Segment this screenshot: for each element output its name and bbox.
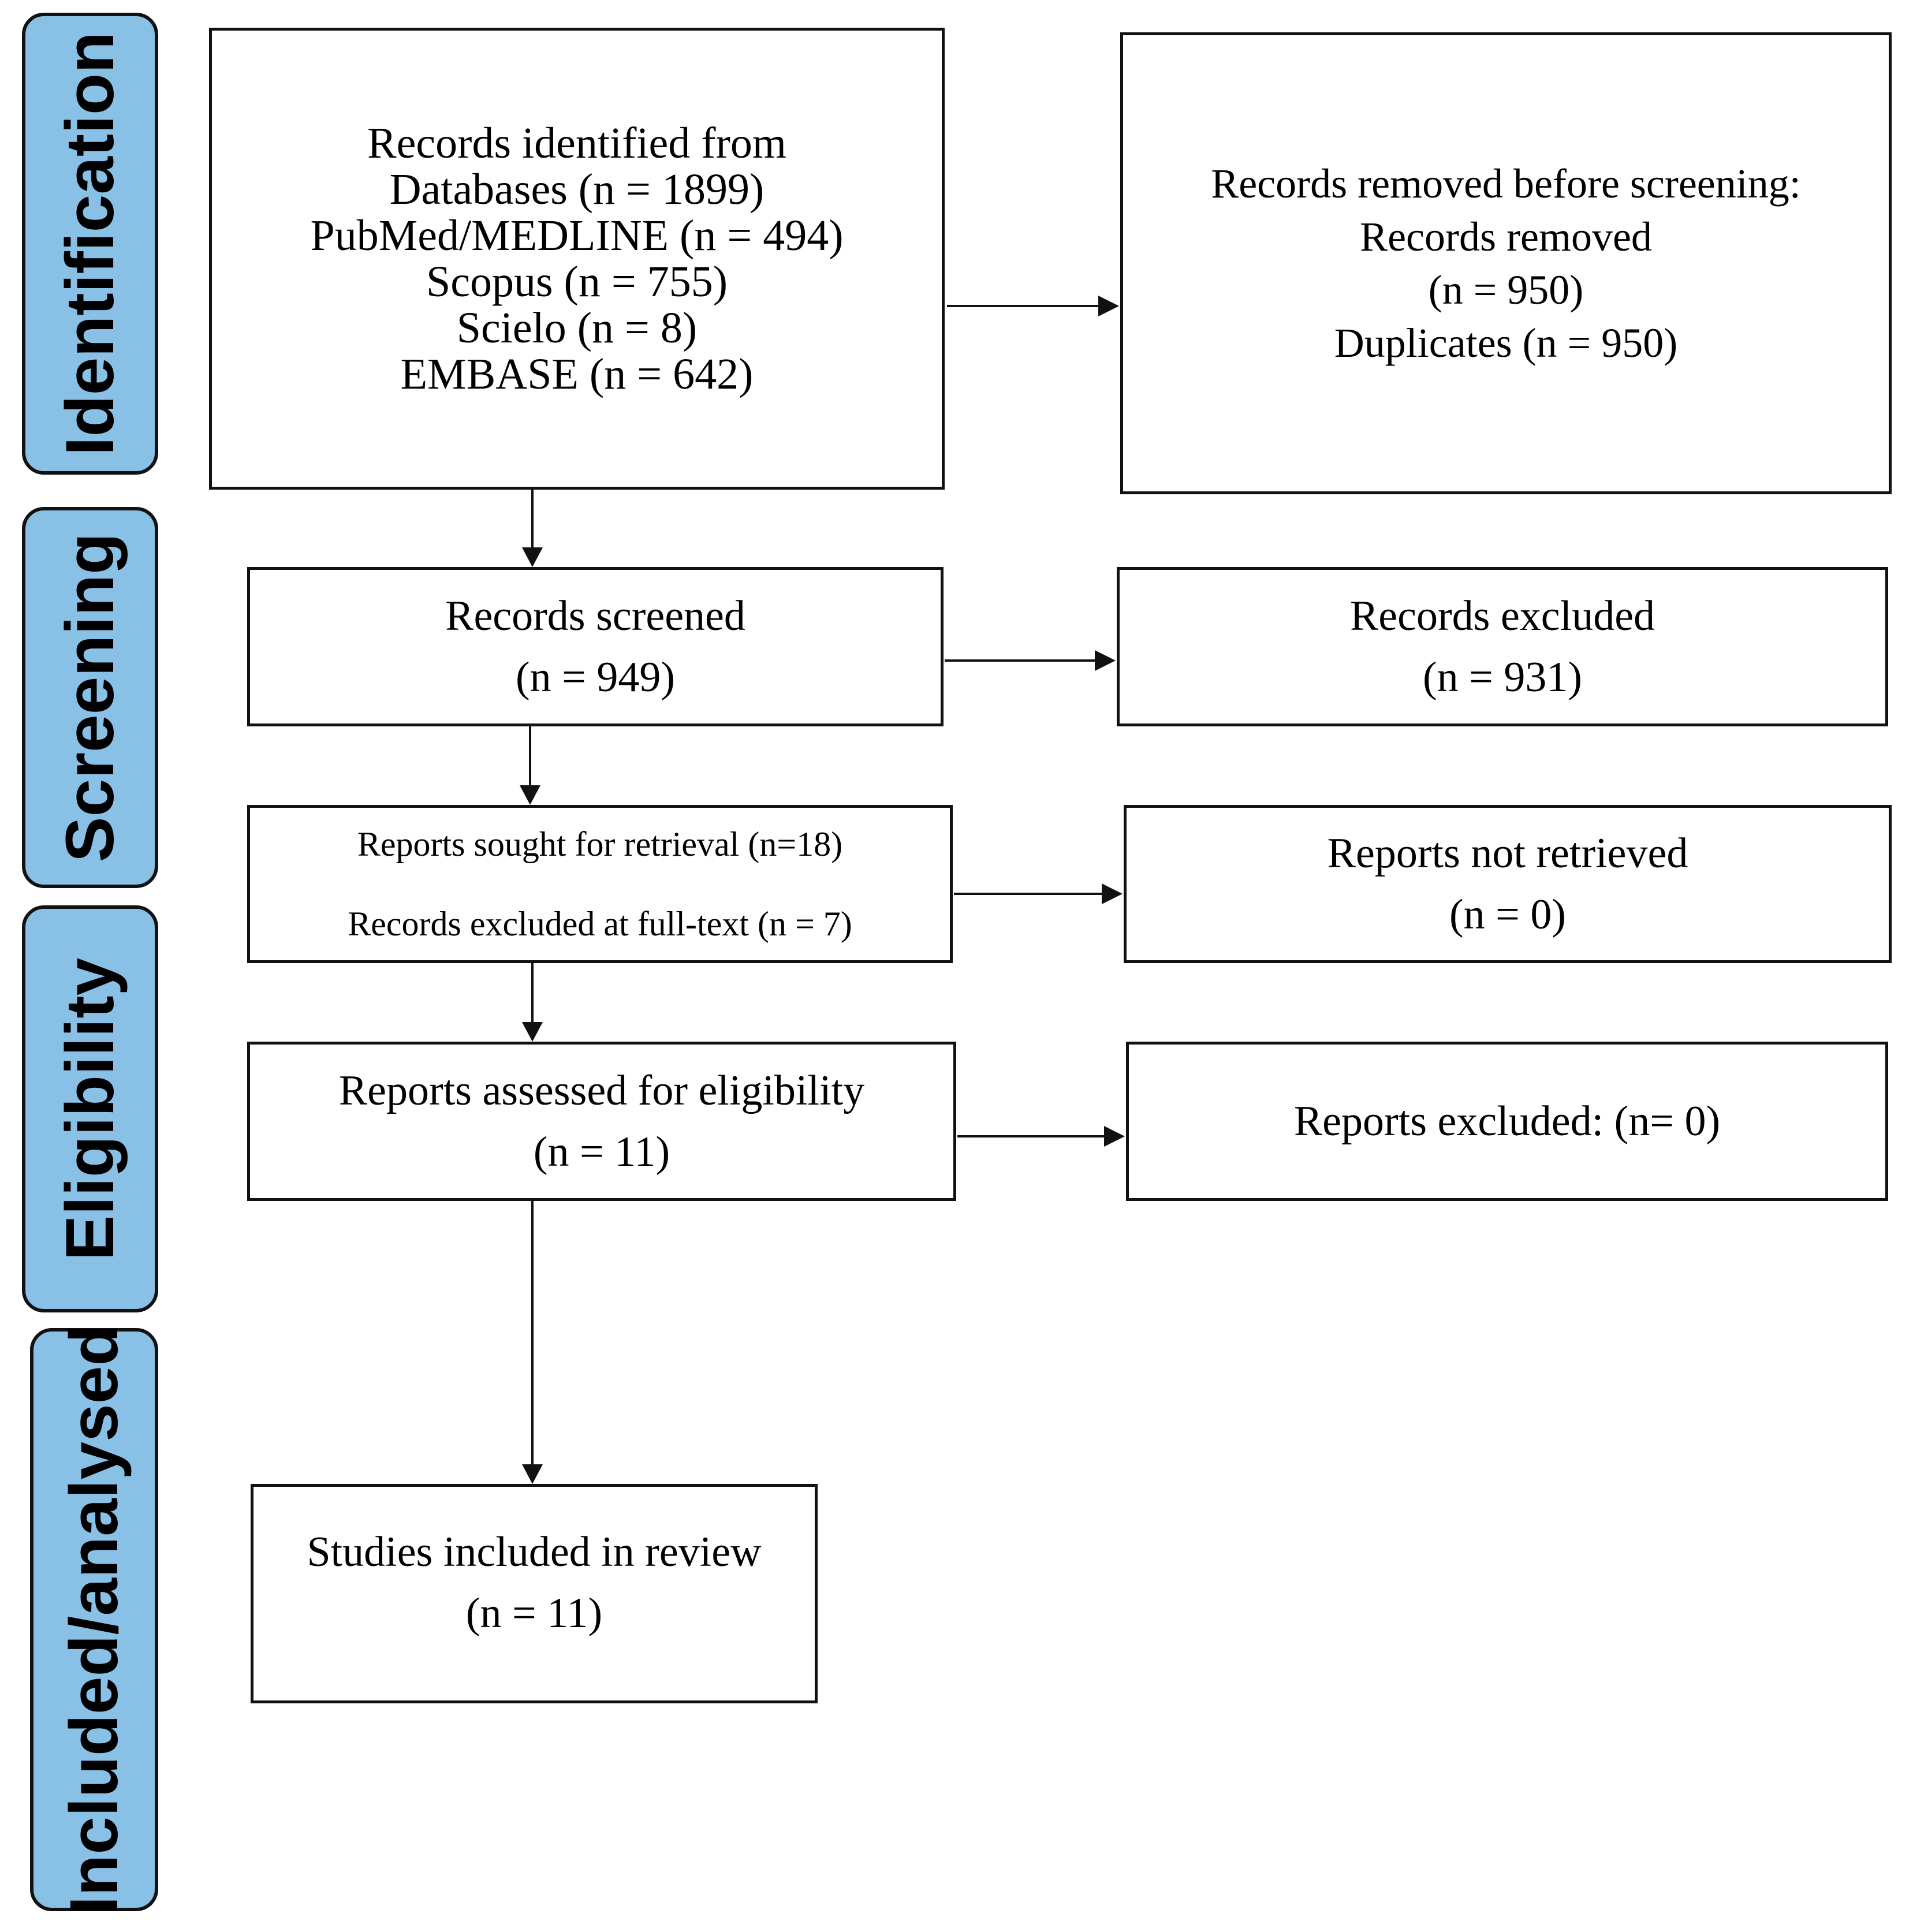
reports-excluded-box: Reports excluded: (n= 0) (1126, 1042, 1888, 1201)
phase-eligibility: Eligibility (22, 905, 158, 1312)
studies-included-label: Studies included in review (307, 1528, 762, 1576)
records-removed-heading: Records removed before screening: (1211, 161, 1801, 207)
reports-sought-label: Reports sought for retrieval (n=18) (357, 825, 843, 863)
arrow-assessed-to-included-head (522, 1464, 543, 1484)
records-removed-line: Records removed (1360, 214, 1652, 260)
arrow-sought-to-assessed-head (522, 1022, 543, 1042)
studies-included-count: (n = 11) (465, 1590, 603, 1637)
records-removed-count: (n = 950) (1428, 267, 1584, 313)
excluded-full-text-label: Records excluded at full-text (n = 7) (348, 905, 852, 943)
embase-count: EMBASE (n = 642) (400, 350, 754, 398)
pubmed-count: PubMed/MEDLINE (n = 494) (310, 211, 844, 260)
phase-included: Included/analysed (30, 1325, 158, 1915)
reports-assessed-count: (n = 11) (533, 1128, 670, 1176)
records-excluded-count: (n = 931) (1422, 654, 1583, 701)
records-screened-count: (n = 949) (515, 654, 676, 701)
scielo-count: Scielo (n = 8) (456, 304, 698, 352)
arrow-identified-to-removed-head (1098, 296, 1119, 316)
records-screened-label: Records screened (445, 592, 745, 640)
scopus-count: Scopus (n = 755) (426, 258, 728, 306)
phase-screening: Screening (22, 507, 158, 888)
arrow-screened-to-excluded-head (1095, 650, 1116, 671)
arrow-identified-to-screened-head (522, 547, 543, 567)
records-screened-box: Records screened (n = 949) (247, 567, 944, 726)
arrow-sought-to-not-retrieved-head (1102, 883, 1123, 904)
phase-identification: Identification (22, 13, 158, 475)
duplicates-count: Duplicates (n = 950) (1334, 320, 1678, 366)
reports-not-retrieved-label: Reports not retrieved (1327, 830, 1688, 877)
arrow-screened-to-sought-head (520, 785, 540, 805)
records-identified-box: Records identified from Databases (n = 1… (209, 28, 945, 490)
reports-excluded-label: Reports excluded: (n= 0) (1293, 1098, 1721, 1145)
reports-assessed-label: Reports assessed for eligibility (338, 1067, 865, 1114)
records-excluded-label: Records excluded (1349, 592, 1655, 640)
studies-included-box: Studies included in review (n = 11) (251, 1484, 818, 1703)
records-identified-line: Records identified from (367, 119, 786, 167)
records-excluded-box: Records excluded (n = 931) (1117, 567, 1888, 726)
arrow-assessed-to-excluded-head (1104, 1126, 1125, 1147)
reports-not-retrieved-box: Reports not retrieved (n = 0) (1124, 805, 1892, 963)
reports-not-retrieved-count: (n = 0) (1449, 891, 1567, 938)
databases-count: Databases (n = 1899) (389, 165, 765, 214)
reports-sought-box: Reports sought for retrieval (n=18) Reco… (247, 805, 953, 963)
reports-assessed-box: Reports assessed for eligibility (n = 11… (247, 1042, 956, 1201)
records-removed-box: Records removed before screening: Record… (1120, 32, 1892, 494)
